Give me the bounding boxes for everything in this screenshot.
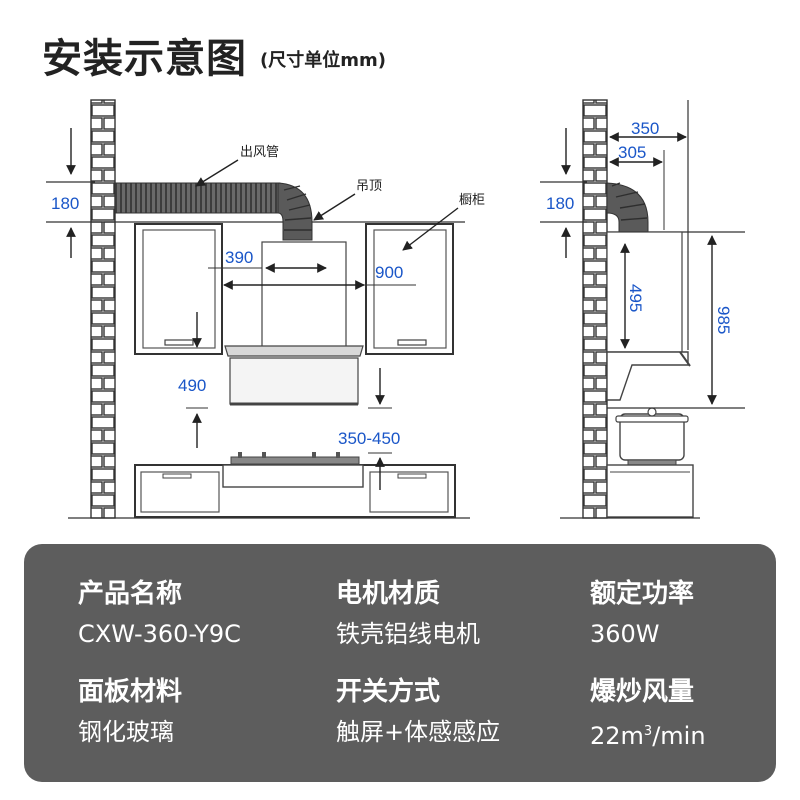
side-hood-body [606, 351, 689, 401]
duct-horizontal [114, 182, 281, 214]
front-dim-390: 390 [225, 248, 253, 267]
label-cabinet: 橱柜 [459, 193, 485, 208]
label-duct: 出风管 [240, 145, 279, 160]
spec-panel: 产品名称 CXW-360-Y9C 电机材质 铁壳铝线电机 额定功率 360W 面… [24, 544, 776, 782]
spec-model-label: 产品名称 [78, 579, 183, 609]
front-dim-900: 900 [375, 263, 403, 282]
airflow-unit: /min [652, 722, 706, 750]
hood-chimney [261, 241, 347, 348]
spec-airflow: 爆炒风量 22m3/min [590, 676, 706, 752]
spec-switch-label: 开关方式 [336, 677, 441, 707]
unit-note: (尺寸单位mm) [260, 50, 386, 71]
installation-diagram: 180 出风管 吊顶 橱柜 390 900 490 350-450 [46, 99, 745, 519]
spec-power-value: 360W [590, 620, 660, 648]
spec-switch: 开关方式 触屏+体感感应 [336, 676, 500, 748]
side-dim-495: 495 [626, 284, 645, 312]
side-dim-305: 305 [618, 143, 646, 162]
spec-panel-value: 钢化玻璃 [78, 718, 174, 746]
front-view: 180 出风管 吊顶 橱柜 390 900 490 350-450 [46, 99, 485, 519]
spec-model-value: CXW-360-Y9C [78, 620, 241, 648]
spec-panel-label: 面板材料 [78, 677, 183, 707]
spec-airflow-label: 爆炒风量 [590, 677, 695, 707]
airflow-exponent: 3 [643, 724, 653, 739]
front-dim-350-450: 350-450 [338, 429, 400, 448]
side-brick-wall [582, 99, 608, 519]
airflow-number: 22m [590, 722, 644, 750]
front-dim-490: 490 [178, 376, 206, 395]
stove [222, 464, 364, 488]
duct-bend [277, 182, 313, 241]
spec-panel-material: 面板材料 钢化玻璃 [78, 676, 182, 748]
spec-motor: 电机材质 铁壳铝线电机 [336, 578, 480, 650]
spec-power-label: 额定功率 [590, 579, 695, 609]
side-view: 180 350 305 495 985 [540, 99, 745, 519]
hood-glass-panel [229, 357, 359, 405]
spec-motor-value: 铁壳铝线电机 [336, 620, 480, 648]
spec-switch-value: 触屏+体感感应 [336, 718, 501, 746]
front-brick-wall [90, 99, 116, 519]
spec-motor-label: 电机材质 [336, 579, 441, 609]
spec-power: 额定功率 360W [590, 578, 694, 650]
side-base-cabinet [606, 464, 694, 518]
spec-model: 产品名称 CXW-360-Y9C [78, 578, 241, 650]
hood-body [224, 345, 364, 357]
spec-airflow-value: 22m3/min [590, 716, 706, 752]
label-ceiling: 吊顶 [356, 179, 382, 194]
side-dim-985: 985 [714, 306, 733, 334]
side-hood-chimney [606, 231, 683, 353]
side-dim-180: 180 [546, 194, 574, 213]
front-dim-180: 180 [51, 194, 79, 213]
side-dim-350: 350 [631, 119, 659, 138]
page-title: 安装示意图 [42, 36, 247, 82]
